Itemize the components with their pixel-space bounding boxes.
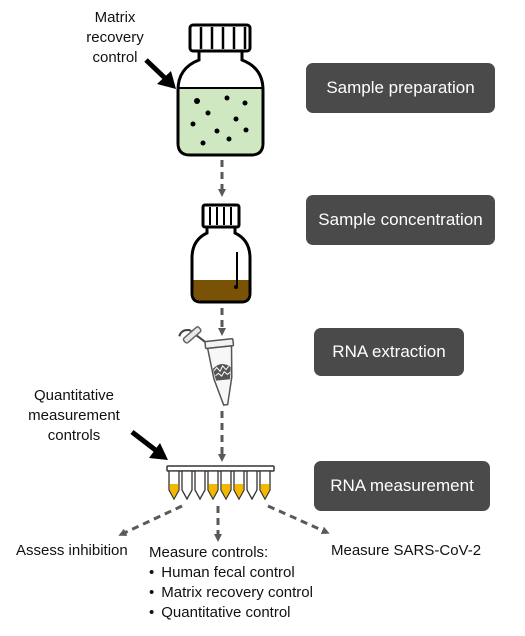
- microcentrifuge-tube-icon: [178, 326, 235, 406]
- stage-sample-concentration: Sample concentration: [306, 195, 495, 245]
- pointer-arrow-icon: [144, 58, 176, 89]
- matrix-recovery-annotation: Matrix recovery control: [86, 9, 144, 66]
- measure-sars-label: Measure SARS-CoV-2: [331, 542, 482, 559]
- control-item-human-fecal: Human fecal control: [149, 563, 313, 583]
- control-item-quantitative: Quantitative control: [149, 603, 313, 623]
- stage-label: RNA extraction: [332, 342, 446, 361]
- controls-list: Human fecal control Matrix recovery cont…: [149, 563, 313, 623]
- concentration-bottle-icon: [190, 203, 252, 304]
- stage-rna-extraction: RNA extraction: [314, 328, 464, 376]
- stage-label: RNA measurement: [330, 476, 474, 495]
- measure-controls-title: Measure controls:: [149, 544, 269, 561]
- stage-label: Sample concentration: [318, 210, 483, 229]
- quantitative-controls-annotation: Quantitative measurement controls: [28, 387, 120, 444]
- assess-inhibition-label: Assess inhibition: [16, 542, 128, 559]
- sample-jar-icon: [176, 23, 265, 157]
- pointer-arrow-icon: [130, 430, 168, 460]
- control-item-matrix-recovery: Matrix recovery control: [149, 583, 313, 603]
- stage-sample-preparation: Sample preparation: [306, 63, 495, 113]
- pcr-strip-icon: [166, 465, 275, 501]
- stage-label: Sample preparation: [326, 78, 475, 97]
- stage-rna-measurement: RNA measurement: [314, 461, 490, 511]
